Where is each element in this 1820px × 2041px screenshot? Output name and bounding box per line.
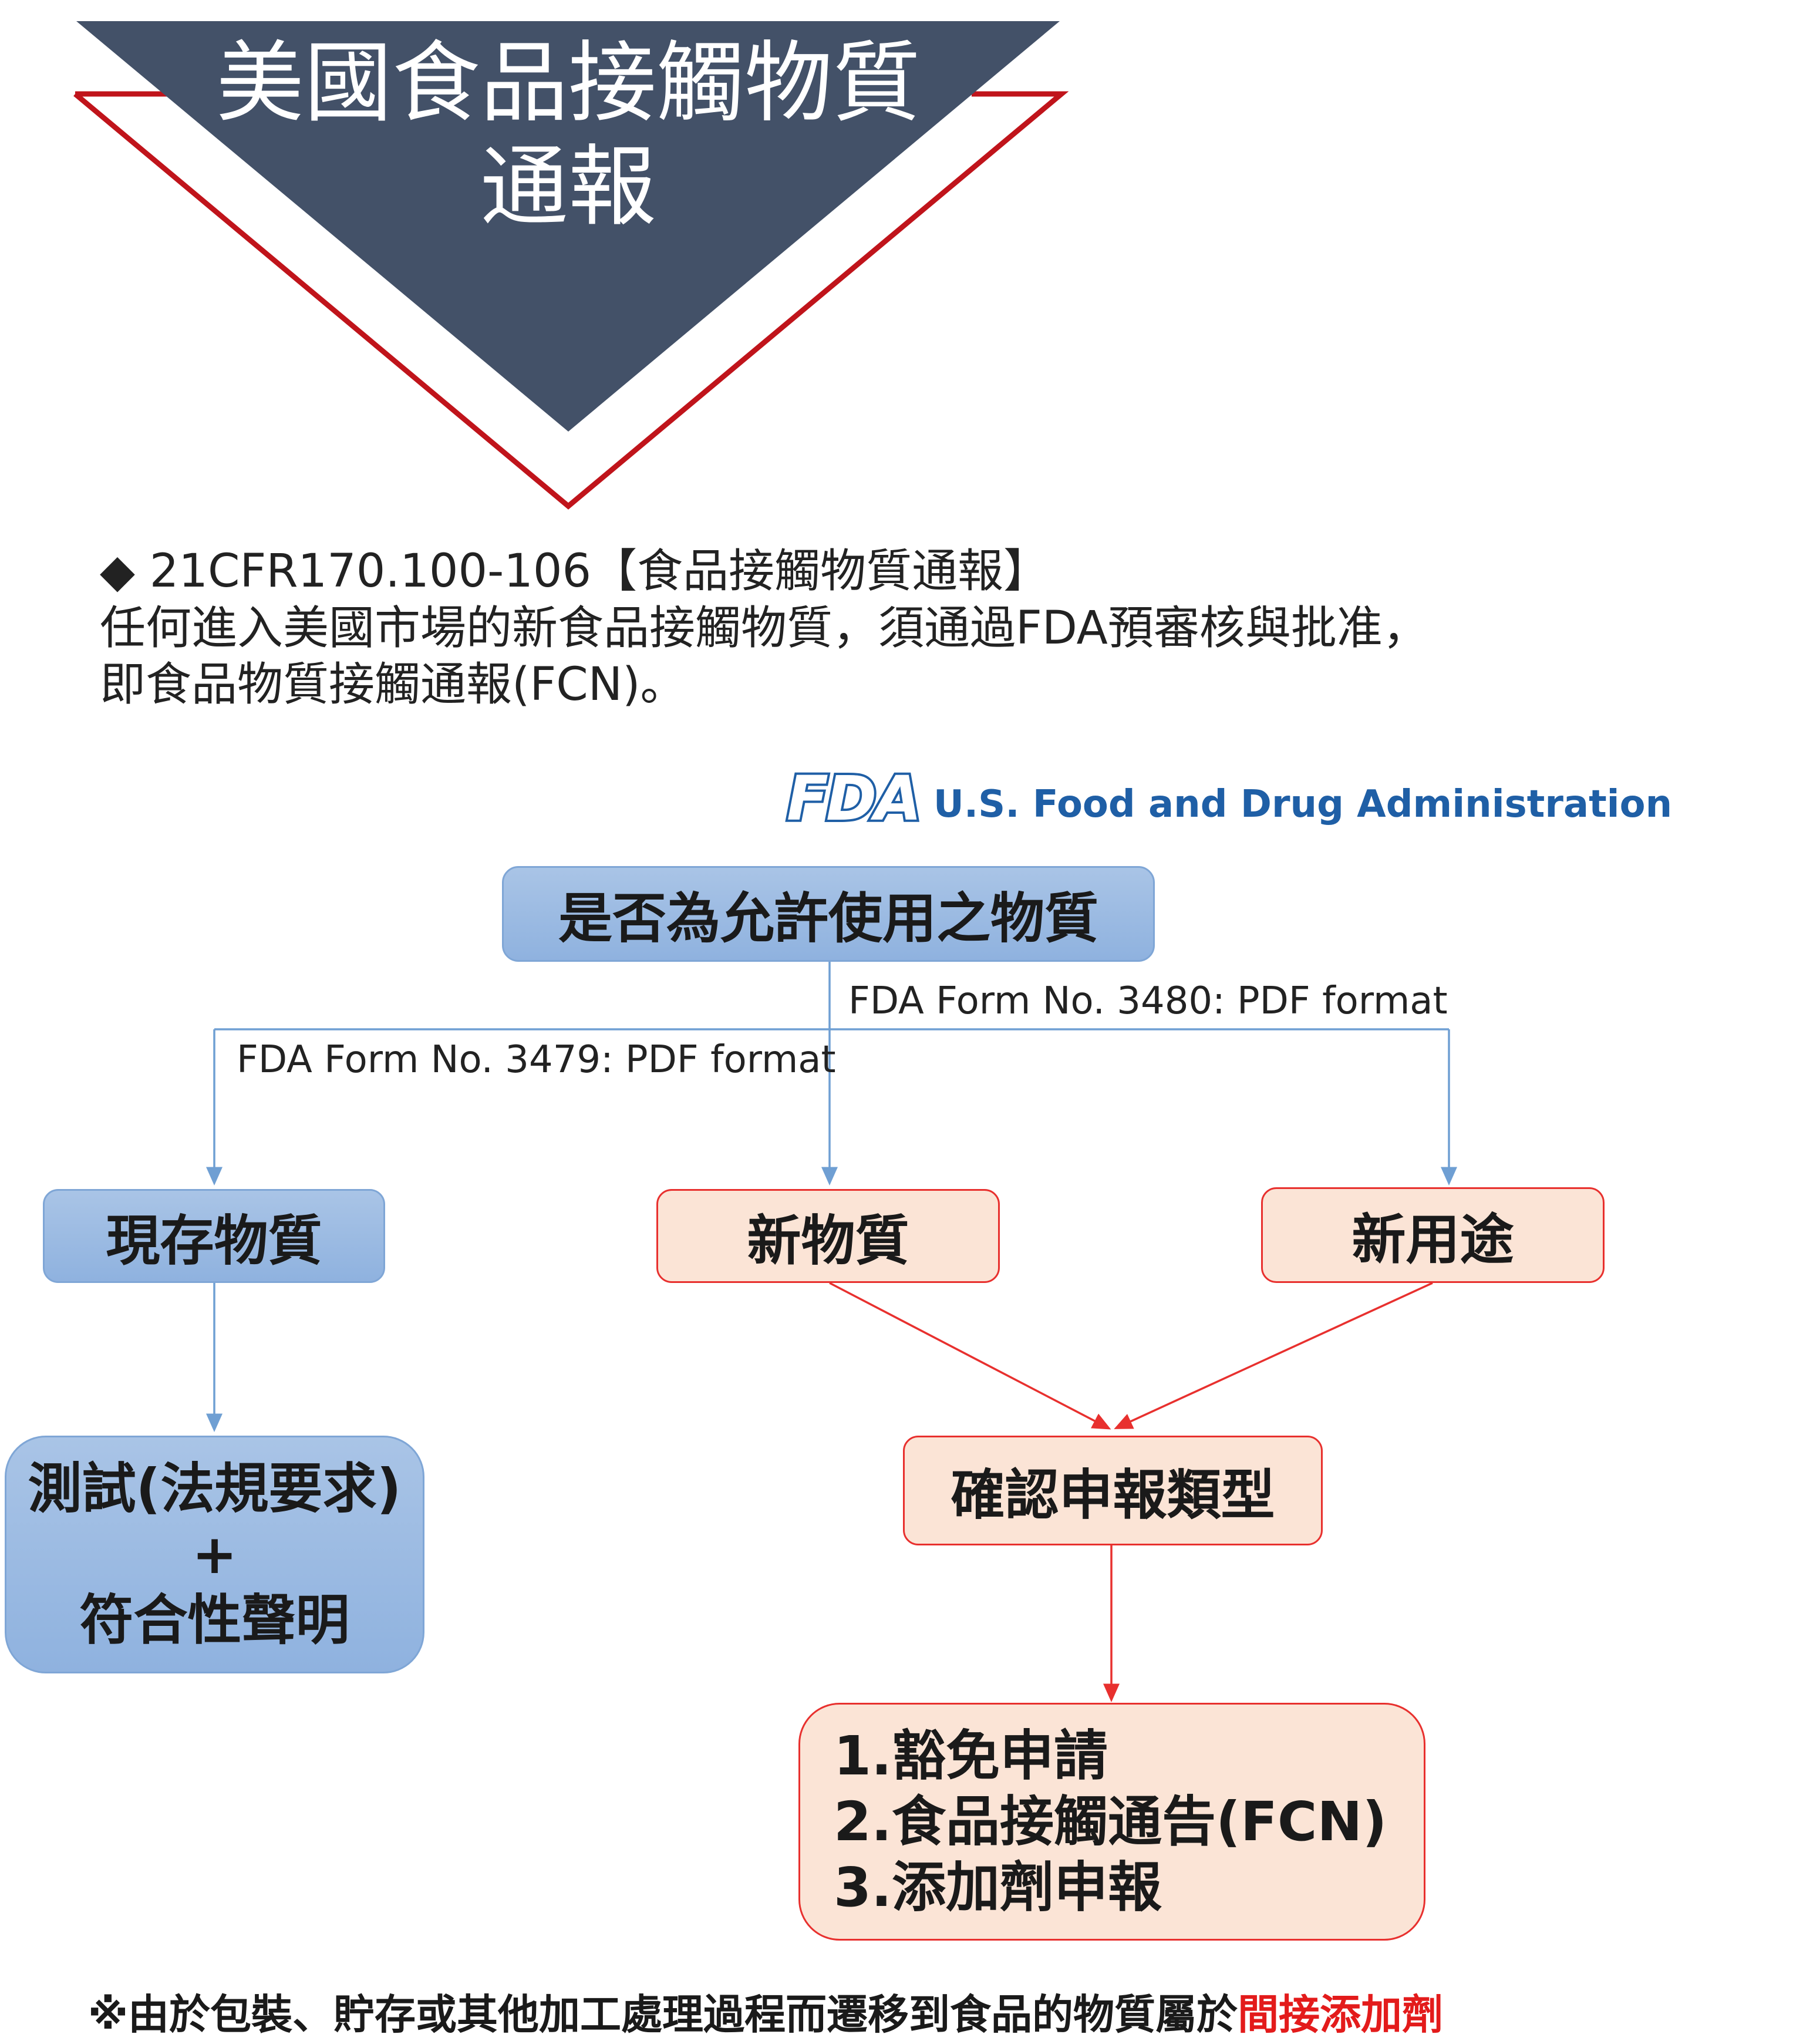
connector-new-use-to-confirm (1114, 1282, 1433, 1429)
declaration-line: 符合性聲明 (79, 1588, 350, 1652)
testing-line: 測試(法規要求) (28, 1457, 402, 1520)
fda-logo-mark: FDA (784, 763, 924, 834)
banner-red-outline (73, 91, 1069, 510)
confirm-type-box: 確認申報類型 (903, 1436, 1323, 1545)
title-banner-graphic (73, 21, 1069, 510)
banner-title-line2: 通報 (480, 136, 656, 238)
intro-sentence-line2: 即食品物質接觸通報(FCN)。 (100, 658, 686, 711)
submission-options-box: 1.豁免申請 2.食品接觸通告(FCN) 3.添加劑申報 (798, 1703, 1425, 1941)
regulation-heading: ◆ 21CFR170.100-106【食品接觸物質通報】 (100, 545, 1050, 598)
form-3479-label: FDA Form No. 3479: PDF format (237, 1038, 836, 1082)
footnote-highlight: 間接添加劑 (1238, 1991, 1444, 2039)
existing-substance-box: 現存物質 (43, 1189, 385, 1283)
fda-logo-name: U.S. Food and Drug Administration (933, 783, 1673, 826)
start-question-box: 是否為允許使用之物質 (502, 866, 1155, 962)
option-fcn: 2.食品接觸通告(FCN) (834, 1790, 1387, 1853)
intro-sentence-line1: 任何進入美國市場的新食品接觸物質，須通過FDA預審核與批准， (100, 602, 1428, 655)
new-use-box: 新用途 (1261, 1187, 1605, 1283)
footnote-text: ※由於包裝、貯存或其他加工處理過程而遷移到食品的物質屬於 (88, 1991, 1238, 2039)
plus-sign: + (191, 1523, 238, 1586)
option-additive-petition: 3.添加劑申報 (834, 1855, 1162, 1919)
start-question-text: 是否為允許使用之物質 (558, 887, 1098, 950)
option-exemption: 1.豁免申請 (834, 1724, 1108, 1787)
testing-declaration-box: 測試(法規要求) + 符合性聲明 (5, 1436, 424, 1673)
submission-options-list: 1.豁免申請 2.食品接觸通告(FCN) 3.添加劑申報 (834, 1723, 1387, 1921)
new-substance-text: 新物質 (747, 1209, 909, 1272)
form-3480-label: FDA Form No. 3480: PDF format (848, 979, 1448, 1023)
confirm-type-text: 確認申報類型 (951, 1464, 1275, 1527)
new-use-text: 新用途 (1351, 1208, 1514, 1271)
fda-logo: FDA U.S. Food and Drug Administration (784, 763, 1673, 834)
banner-dark-triangle (76, 21, 1060, 432)
banner-title-line1: 美國食品接觸物質 (215, 32, 921, 134)
existing-substance-text: 現存物質 (106, 1209, 322, 1272)
new-substance-box: 新物質 (656, 1189, 1000, 1283)
connector-new-substance-to-confirm (829, 1282, 1111, 1430)
footnote: ※由於包裝、貯存或其他加工處理過程而遷移到食品的物質屬於間接添加劑 (88, 1982, 1443, 2041)
